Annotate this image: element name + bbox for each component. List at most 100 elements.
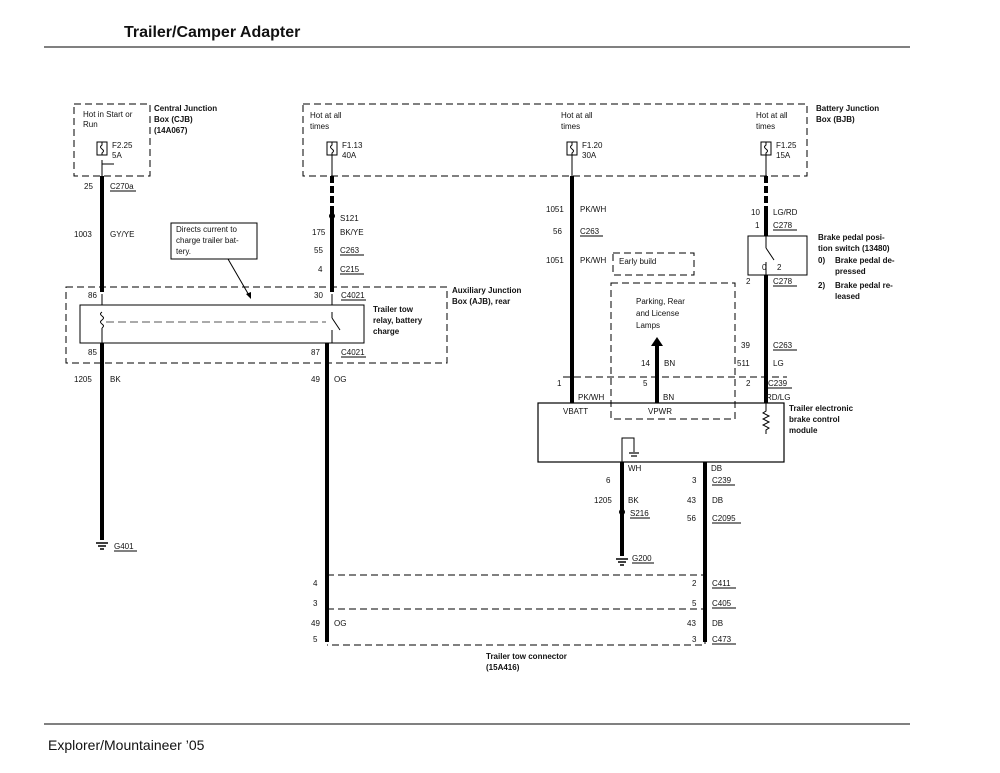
connector-label: C4021 [341, 348, 365, 357]
fuse-amp: 5A [112, 151, 122, 160]
splice-icon [619, 509, 625, 515]
switch-pin: 2 [777, 263, 782, 272]
bjb-label: Box (BJB) [816, 115, 855, 124]
brake-switch-state: Brake pedal de- [835, 256, 895, 265]
wire-color: OG [334, 619, 346, 628]
relay-body [79, 304, 365, 344]
connector-label: C278 [773, 277, 793, 286]
module-label: Trailer electronic [789, 404, 854, 413]
fuse-label: F1.20 [582, 141, 603, 150]
wire-label: 39 [741, 341, 750, 350]
wire-color: DB [712, 619, 723, 628]
ajb-label: Auxiliary Junction [452, 286, 521, 295]
fuse-icon [566, 141, 578, 156]
wire-color: OG [334, 375, 346, 384]
parking-box [610, 282, 736, 420]
circuit-number: 10 [751, 208, 760, 217]
circuit-number: 1205 [74, 375, 92, 384]
cjb-box [73, 103, 151, 177]
circuit-number: 43 [687, 619, 696, 628]
bjb-hot-text: Hot at all [756, 111, 788, 120]
bjb-box [302, 103, 808, 177]
pin-label: 87 [311, 348, 320, 357]
page-title: Trailer/Camper Adapter [124, 24, 301, 41]
circuit-number: 1051 [546, 205, 564, 214]
bjb-hot-text: times [310, 122, 329, 131]
pin-label: 5 [643, 379, 648, 388]
connector-label: C270a [110, 182, 134, 191]
wire-color: BN [663, 393, 674, 402]
pin-label: 1 [755, 221, 760, 230]
connector-label: C263 [340, 246, 360, 255]
circuit-number: 1205 [594, 496, 612, 505]
bjb-hot-text: times [561, 122, 580, 131]
wire-label: 56 [553, 227, 562, 236]
relay-label: relay, battery [373, 316, 423, 325]
relay-label: charge [373, 327, 400, 336]
wire-color: BK [110, 375, 121, 384]
trailer-connector-label: Trailer tow connector [486, 652, 567, 661]
fuse-amp: 30A [582, 151, 597, 160]
bjb-hot-text: Hot at all [310, 111, 342, 120]
annotation-text: Directs current to [176, 225, 237, 234]
wire-color: BN [664, 359, 675, 368]
ground-icon [616, 558, 628, 566]
cjb-hot-text: Hot in Start or [83, 110, 133, 119]
pin-label: 3 [313, 599, 318, 608]
parking-label: Lamps [636, 321, 660, 330]
ground-label: G200 [632, 554, 652, 563]
internal-ground-trace [621, 437, 635, 462]
fuse-icon [96, 141, 108, 156]
connector-label: C411 [712, 579, 731, 588]
wire-label: 55 [314, 246, 323, 255]
resistor-icon [761, 403, 771, 434]
circuit-number: 175 [312, 228, 326, 237]
trailer-connector-box [327, 574, 706, 646]
pin-label: 1 [557, 379, 562, 388]
ground-label: G401 [114, 542, 134, 551]
relay-coil-icon [100, 311, 104, 329]
splice-label: S121 [340, 214, 359, 223]
pin-label: 86 [88, 291, 97, 300]
brake-switch-state: 2) [818, 281, 825, 290]
wire-color: PK/WH [578, 393, 604, 402]
fuse-label: F1.13 [342, 141, 363, 150]
brake-switch-box [747, 235, 808, 276]
pin-label: 5 [692, 599, 697, 608]
cjb-label: Central Junction [154, 104, 217, 113]
wire-color: LG/RD [773, 208, 798, 217]
circuit-number: 49 [311, 375, 320, 384]
arrow-up-icon [651, 337, 663, 346]
plug-icon [101, 160, 114, 165]
trailer-connector-label: (15A416) [486, 663, 520, 672]
brake-switch-label: Brake pedal posi- [818, 233, 885, 242]
circuit-number: 1051 [546, 256, 564, 265]
switch-icon [765, 247, 775, 261]
wire-color: WH [628, 464, 642, 473]
pin-label: 30 [314, 291, 323, 300]
wire-color: DB [712, 496, 723, 505]
pin-label: 85 [88, 348, 97, 357]
annotation-text: tery. [176, 247, 191, 256]
connector-label: C239 [768, 379, 788, 388]
fuse-label: F1.25 [776, 141, 797, 150]
pin-label: 2 [692, 579, 697, 588]
circuit-number: 14 [641, 359, 650, 368]
brake-switch-state: leased [835, 292, 860, 301]
wire-color: RD/LG [766, 393, 790, 402]
wire-color: PK/WH [580, 256, 606, 265]
cjb-label: (14A067) [154, 126, 188, 135]
wire-label: 25 [84, 182, 93, 191]
annotation-arrow [227, 258, 251, 298]
wire-color: DB [711, 464, 722, 473]
connector-label: C405 [712, 599, 732, 608]
parking-label: Parking, Rear [636, 297, 685, 306]
connector-label: C239 [712, 476, 732, 485]
pin-label: 4 [313, 579, 318, 588]
brake-switch-state: pressed [835, 267, 866, 276]
circuit-number: 511 [737, 359, 750, 368]
circuit-number: 43 [687, 496, 696, 505]
bjb-hot-text: times [756, 122, 775, 131]
brake-switch-state: 0) [818, 256, 825, 265]
